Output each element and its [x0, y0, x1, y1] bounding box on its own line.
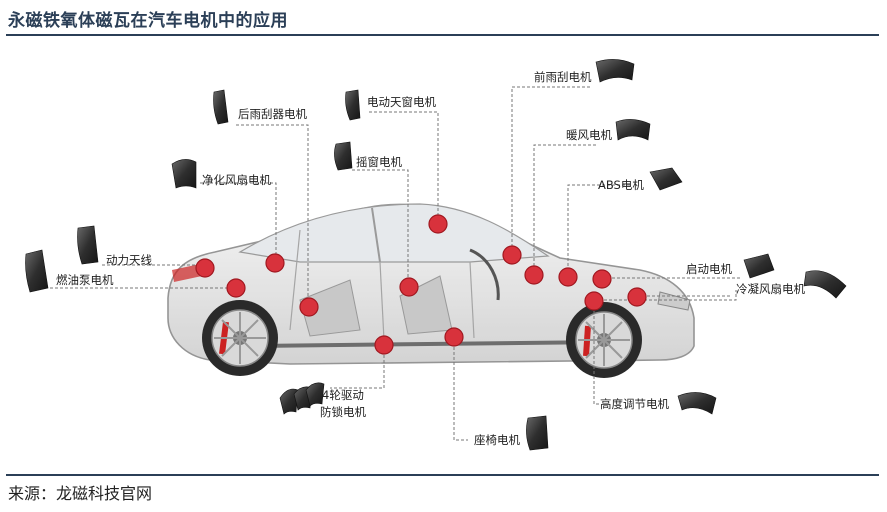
- label-abs: ABS电机: [598, 178, 644, 192]
- hotspot-purifier-fan: [265, 253, 285, 273]
- hotspot-front-wiper: [502, 245, 522, 265]
- magnet-sunroof-icon: [345, 89, 361, 121]
- component-labels: 后雨刮器电机 电动天窗电机 前雨刮电机 暖风电机 ABS电机 摇窗电机 净化风扇…: [56, 70, 805, 447]
- magnet-icons: [25, 59, 847, 451]
- label-window: 摇窗电机: [356, 155, 402, 169]
- magnet-fuel-pump-icon: [25, 249, 49, 293]
- magnet-window-icon: [334, 141, 353, 171]
- leader-lines: [50, 86, 740, 441]
- label-starter: 启动电机: [686, 262, 732, 276]
- hotspot-starter: [592, 269, 612, 289]
- magnet-seat-icon: [526, 415, 549, 451]
- hotspot-awd: [374, 335, 394, 355]
- label-seat: 座椅电机: [474, 433, 520, 447]
- label-sunroof: 电动天窗电机: [367, 95, 436, 109]
- magnet-height-adj-icon: [677, 392, 717, 415]
- label-rear-wiper: 后雨刮器电机: [238, 107, 307, 121]
- hotspot-rear-wiper: [299, 297, 319, 317]
- source-note: 来源：龙磁科技官网: [8, 484, 153, 503]
- car-greenhouse: [238, 203, 550, 263]
- label-fuel-pump: 燃油泵电机: [56, 273, 114, 287]
- hotspot-sunroof: [428, 214, 448, 234]
- magnet-abs-icon: [649, 167, 683, 191]
- magnet-purifier-icon: [171, 159, 197, 189]
- label-cooling-fan: 冷凝风扇电机: [736, 282, 805, 296]
- hotspot-height-adj: [584, 291, 604, 311]
- magnet-antenna-icon: [77, 225, 99, 265]
- label-antenna: 动力天线: [106, 253, 152, 267]
- hotspot-fuel-pump: [226, 278, 246, 298]
- top-divider: [6, 34, 879, 36]
- magnet-cooling-fan-icon: [803, 270, 847, 299]
- hotspots: [195, 214, 647, 355]
- page-title: 永磁铁氧体磁瓦在汽车电机中的应用: [8, 11, 288, 31]
- front-wheel: [566, 302, 642, 378]
- label-awd-line2: 防锁电机: [320, 405, 366, 419]
- car-illustration: [167, 203, 695, 378]
- rear-wheel: [202, 300, 278, 376]
- magnet-awd-icon-1: [279, 388, 299, 415]
- magnet-awd-icon-3: [305, 382, 325, 407]
- hotspot-window: [399, 277, 419, 297]
- label-awd-line1: 4轮驱动: [322, 388, 364, 402]
- hotspot-seat: [444, 327, 464, 347]
- label-purifier-fan: 净化风扇电机: [202, 173, 271, 187]
- hotspot-abs: [558, 267, 578, 287]
- magnet-front-wiper-icon: [595, 59, 635, 83]
- hotspot-cooling-fan: [627, 287, 647, 307]
- bottom-divider: [6, 474, 879, 476]
- label-height-adj: 高度调节电机: [600, 397, 669, 411]
- magnet-rear-wiper-icon: [213, 89, 229, 125]
- magnet-starter-icon: [743, 253, 775, 279]
- label-heater: 暖风电机: [566, 128, 612, 142]
- hotspot-heater: [524, 265, 544, 285]
- hotspot-antenna: [195, 258, 215, 278]
- magnet-heater-icon: [615, 119, 651, 141]
- label-front-wiper: 前雨刮电机: [534, 70, 592, 84]
